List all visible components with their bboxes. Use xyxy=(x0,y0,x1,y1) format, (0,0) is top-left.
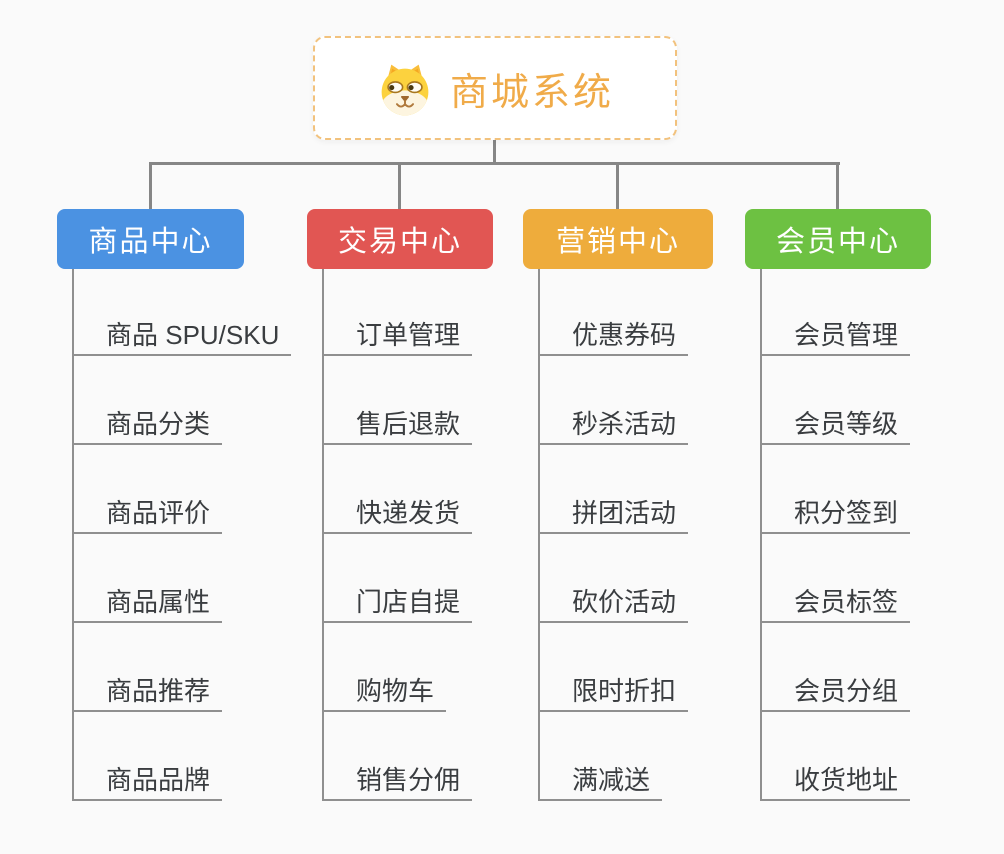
leaf-node[interactable]: 满减送 xyxy=(538,765,663,801)
leaf-node[interactable]: 购物车 xyxy=(322,676,447,712)
branch-spine-product xyxy=(72,268,74,801)
connector-root-stem xyxy=(493,140,496,164)
leaf-node[interactable]: 砍价活动 xyxy=(538,587,689,623)
leaf-node[interactable]: 售后退款 xyxy=(322,409,473,445)
leaf-node[interactable]: 门店自提 xyxy=(322,587,473,623)
leaf-node[interactable]: 商品属性 xyxy=(72,587,223,623)
branch-spine-marketing xyxy=(538,268,540,801)
leaf-node[interactable]: 收货地址 xyxy=(760,765,911,801)
leaf-node[interactable]: 商品评价 xyxy=(72,498,223,534)
leaf-column-product: 商品 SPU/SKU 商品分类 商品评价 商品属性 商品推荐 商品品牌 xyxy=(72,320,292,854)
leaf-node[interactable]: 商品推荐 xyxy=(72,676,223,712)
leaf-node[interactable]: 销售分佣 xyxy=(322,765,473,801)
branch-label: 交易中心 xyxy=(337,226,462,258)
leaf-node[interactable]: 会员分组 xyxy=(760,676,911,712)
leaf-column-trade: 订单管理 售后退款 快递发货 门店自提 购物车 销售分佣 xyxy=(322,320,473,854)
connector-horizontal-bar xyxy=(149,162,840,165)
branch-label: 会员中心 xyxy=(775,226,900,258)
leaf-node[interactable]: 优惠券码 xyxy=(538,320,689,356)
connector-drop-trade xyxy=(398,162,401,210)
branch-node-product-center[interactable]: 商品中心 xyxy=(57,209,244,269)
leaf-node[interactable]: 拼团活动 xyxy=(538,498,689,534)
root-node[interactable]: 商城系统 xyxy=(313,36,677,140)
leaf-column-marketing: 优惠券码 秒杀活动 拼团活动 砍价活动 限时折扣 满减送 xyxy=(538,320,689,854)
leaf-node[interactable]: 秒杀活动 xyxy=(538,409,689,445)
connector-drop-product xyxy=(149,162,152,210)
leaf-node[interactable]: 会员标签 xyxy=(760,587,911,623)
branch-spine-trade xyxy=(322,268,324,801)
connector-drop-marketing xyxy=(616,162,619,210)
leaf-node[interactable]: 商品品牌 xyxy=(72,765,223,801)
dog-face-icon xyxy=(381,64,429,116)
leaf-node[interactable]: 商品分类 xyxy=(72,409,223,445)
leaf-node[interactable]: 会员等级 xyxy=(760,409,911,445)
leaf-node[interactable]: 限时折扣 xyxy=(538,676,689,712)
branch-label: 营销中心 xyxy=(555,226,680,258)
leaf-node[interactable]: 积分签到 xyxy=(760,498,911,534)
branch-node-trade-center[interactable]: 交易中心 xyxy=(307,209,493,269)
branch-spine-member xyxy=(760,268,762,801)
connector-drop-member xyxy=(836,162,839,210)
leaf-node[interactable]: 商品 SPU/SKU xyxy=(72,320,292,356)
leaf-node[interactable]: 快递发货 xyxy=(322,498,473,534)
leaf-node[interactable]: 订单管理 xyxy=(322,320,473,356)
root-node-label: 商城系统 xyxy=(449,71,614,114)
branch-label: 商品中心 xyxy=(88,226,213,258)
branch-node-marketing-center[interactable]: 营销中心 xyxy=(523,209,713,269)
leaf-column-member: 会员管理 会员等级 积分签到 会员标签 会员分组 收货地址 xyxy=(760,320,911,854)
branch-node-member-center[interactable]: 会员中心 xyxy=(745,209,931,269)
leaf-node[interactable]: 会员管理 xyxy=(760,320,911,356)
